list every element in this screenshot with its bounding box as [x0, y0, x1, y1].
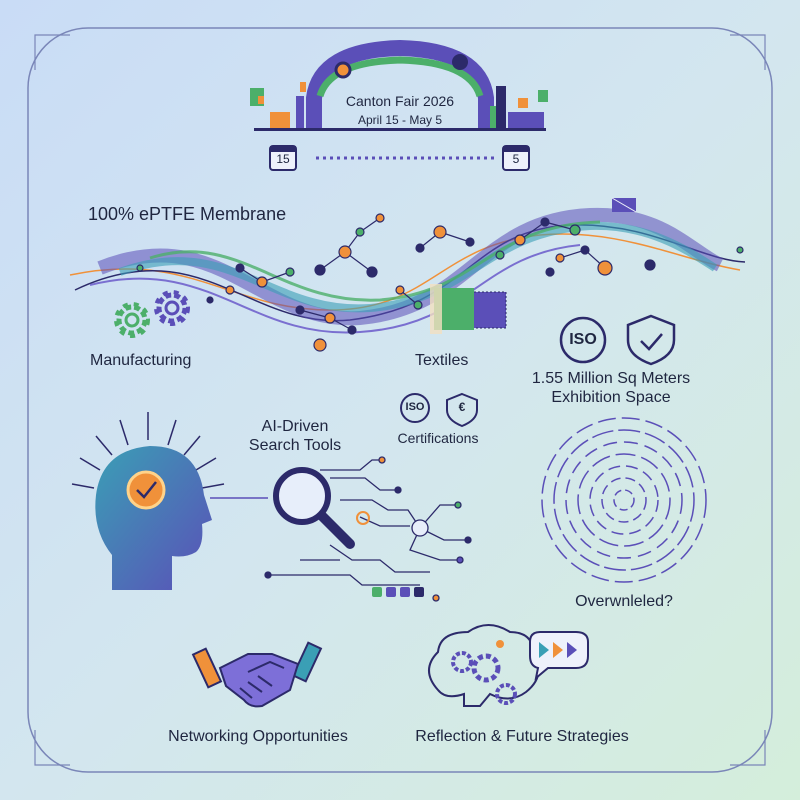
- iso-badge-small: [400, 393, 430, 423]
- certifications-label: Certifications: [397, 430, 479, 446]
- outer-frame: [27, 27, 773, 773]
- shield-check-icon: [626, 314, 676, 366]
- ai-search-line-2: Search Tools: [248, 437, 342, 454]
- fair-arch-icon: [250, 39, 548, 131]
- calendar-right-date: 5: [512, 152, 520, 166]
- corner-brackets: [34, 34, 766, 766]
- headline: 100% ePTFE Membrane: [88, 204, 287, 224]
- banner-dates: April 15 - May 5: [357, 113, 443, 127]
- overwhelmed-label: Overwnleled?: [575, 593, 673, 610]
- textile-swatch-icon: [430, 284, 507, 334]
- reflection-label: Reflection & Future Strategies: [415, 728, 629, 745]
- calendar-row: [269, 145, 530, 171]
- spiral-maze-icon: [541, 417, 707, 583]
- flag-accent-icon: [611, 197, 637, 213]
- banner-title: Canton Fair 2026: [345, 93, 455, 109]
- iso-badge-small-text: ISO: [405, 401, 425, 413]
- brain-gears-icon: [428, 624, 540, 707]
- iso-badge-large: [559, 316, 607, 364]
- calendar-left-date: 15: [276, 152, 290, 166]
- head-check-icon: [71, 412, 268, 590]
- exhibition-line-2: Exhibition Space: [551, 389, 671, 406]
- textiles-label: Textiles: [415, 352, 469, 369]
- gears-icon: [114, 290, 190, 338]
- exhibition-line-1: 1.55 Million Sq Meters: [531, 370, 691, 387]
- iso-badge-large-text: ISO: [569, 331, 597, 348]
- ai-search-line-1: AI-Driven: [261, 418, 329, 435]
- ce-badge-text: €: [458, 400, 466, 414]
- manufacturing-label: Manufacturing: [90, 352, 192, 369]
- membrane-wave-icon: [69, 207, 746, 334]
- magnifier-icon: [273, 467, 355, 549]
- handshake-icon: [191, 641, 323, 708]
- ce-shield-icon: [446, 392, 478, 428]
- molecule-nodes: [136, 213, 744, 352]
- networking-label: Networking Opportunities: [168, 728, 348, 745]
- progress-squares: [372, 587, 424, 597]
- speech-bubble-play-icon: [529, 631, 589, 681]
- circuit-lines: [264, 456, 472, 602]
